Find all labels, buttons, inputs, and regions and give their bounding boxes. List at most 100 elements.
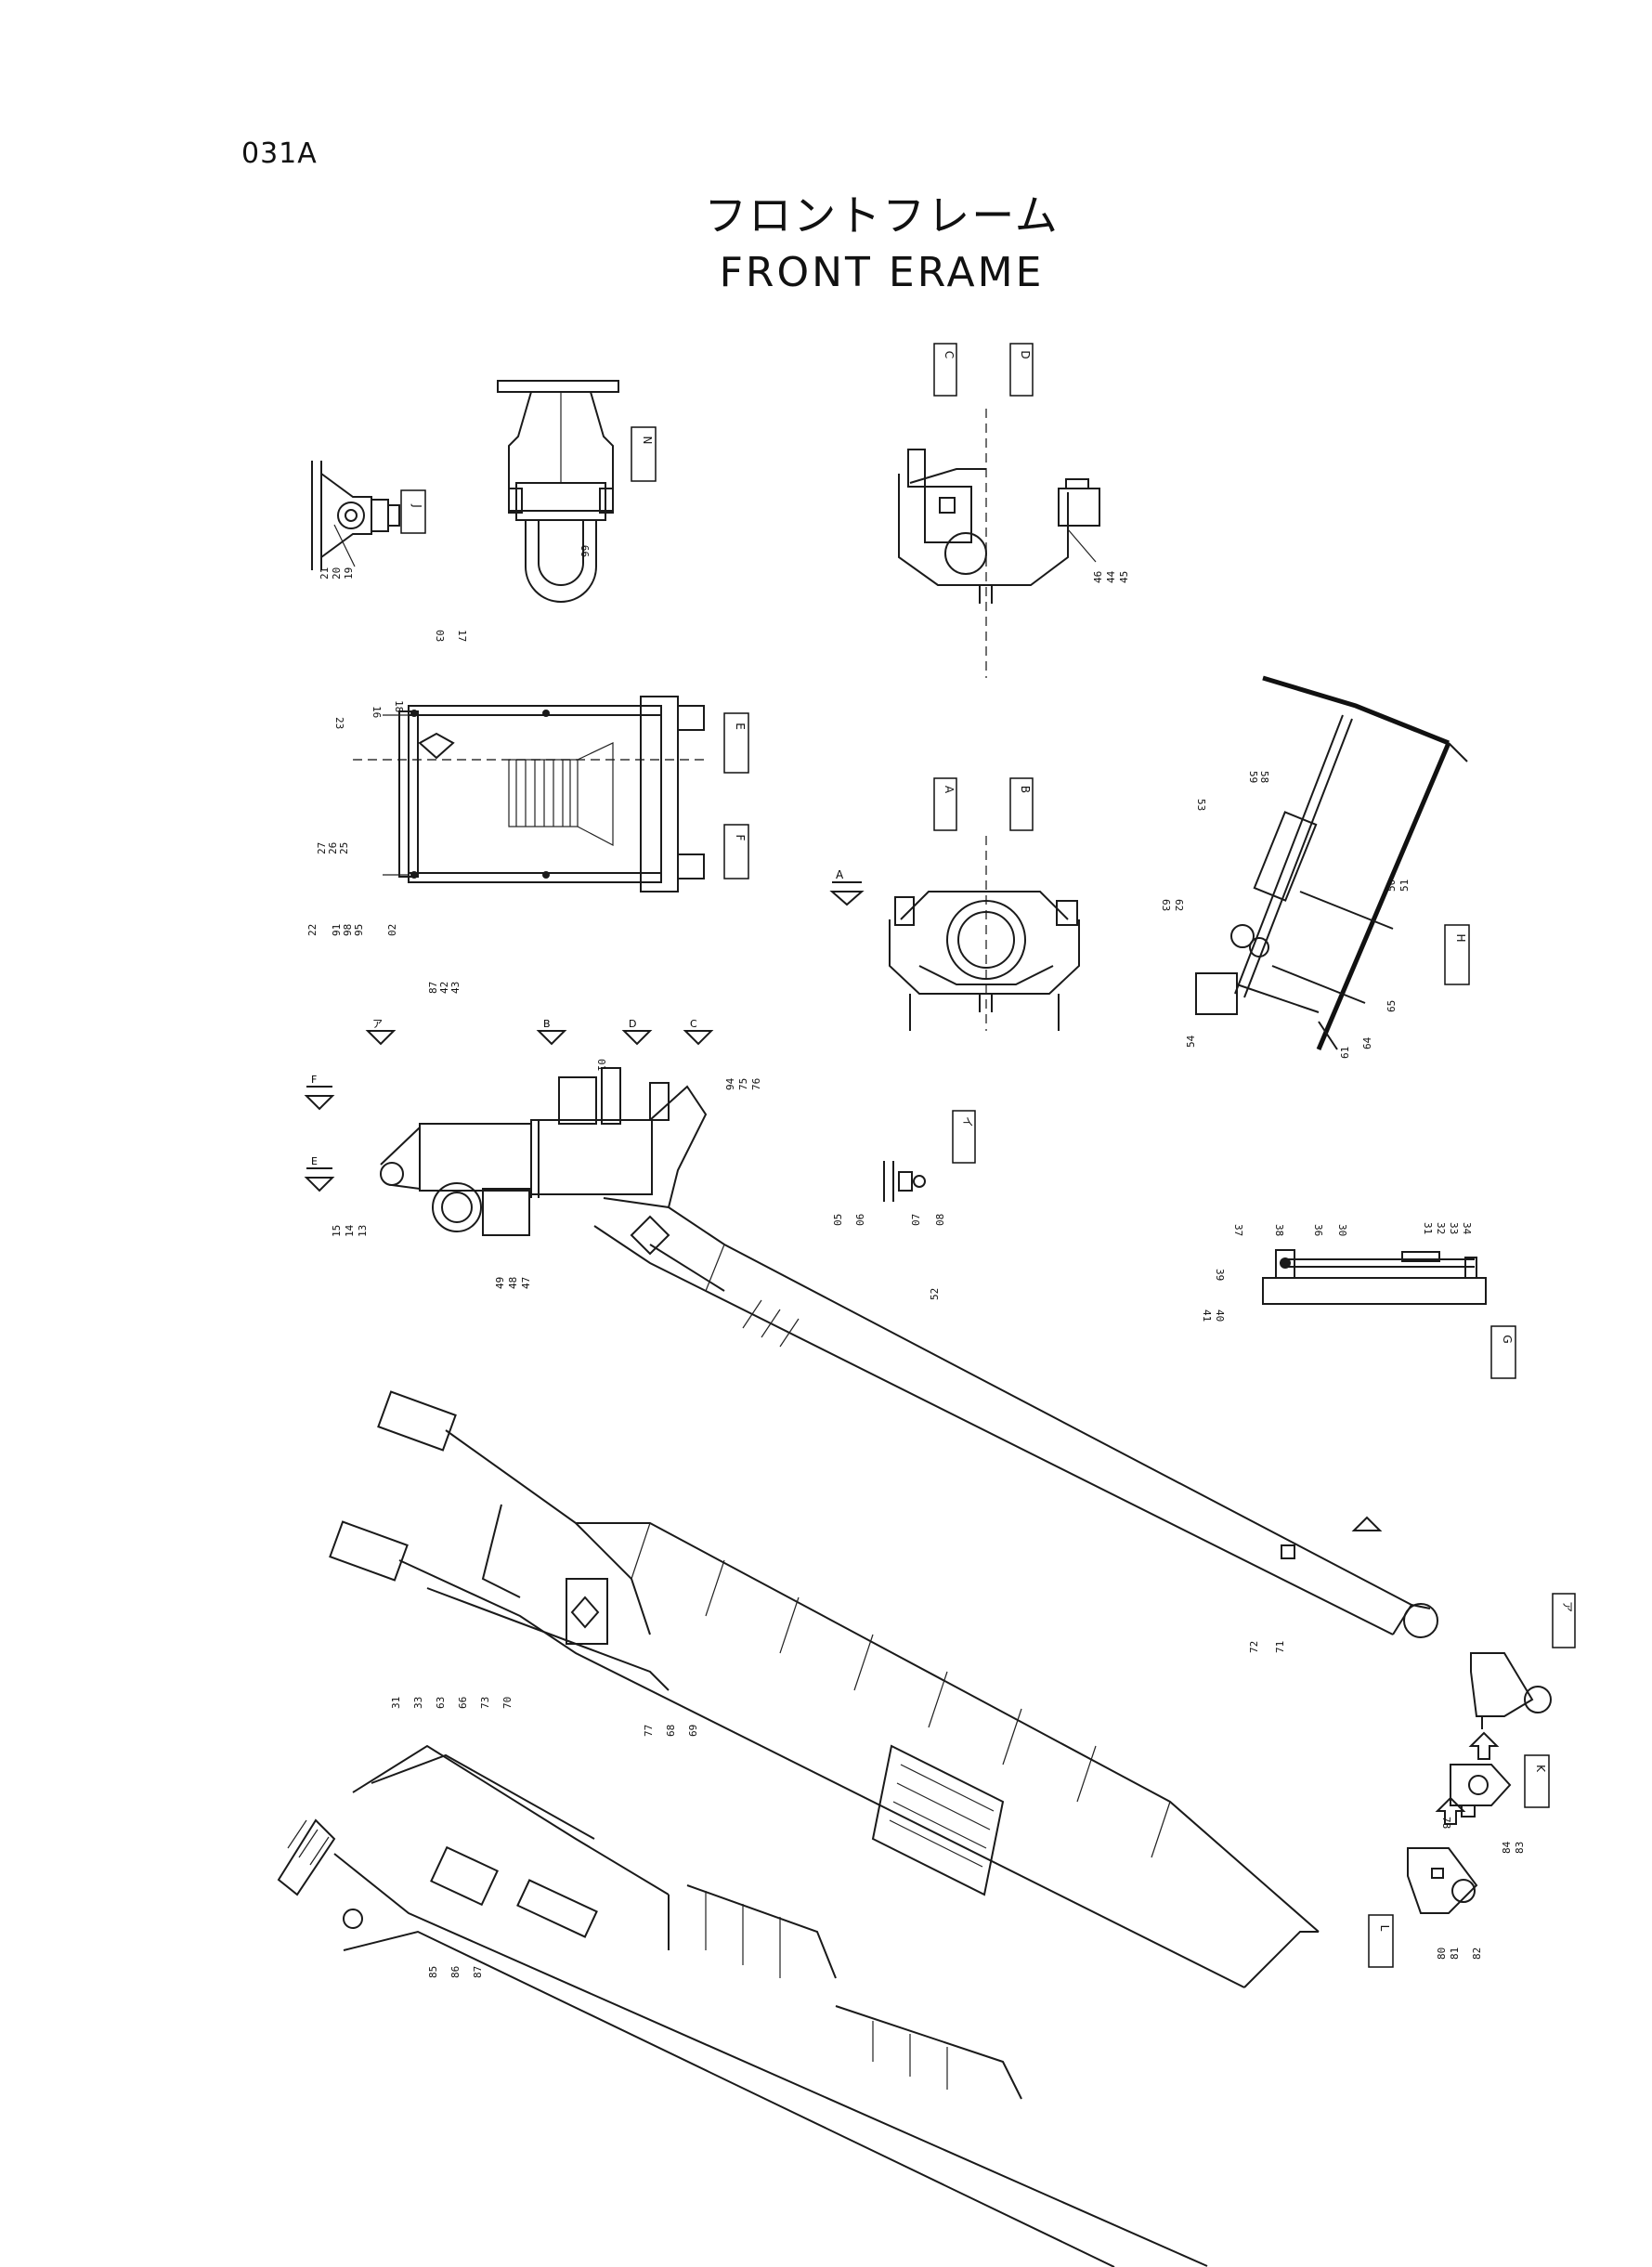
svg-text:L: L: [1378, 1925, 1391, 1932]
view-marker-a2-label: ア: [372, 1018, 383, 1030]
view-tag-h: H: [1444, 924, 1470, 985]
view-marker-c: C: [683, 1018, 714, 1046]
callout-37: 37: [1232, 1224, 1244, 1236]
svg-text:B: B: [1019, 786, 1032, 793]
callout-49: 49: [494, 1277, 506, 1289]
view-tag-g: G: [1490, 1325, 1516, 1379]
view-tag-i: イ: [952, 1110, 976, 1164]
view-marker-f-label: F: [311, 1074, 317, 1086]
callout-82: 82: [1471, 1948, 1483, 1960]
view-marker-d: D: [621, 1018, 653, 1046]
callout-40: 40: [1214, 1309, 1226, 1322]
callout-86: 86: [449, 1966, 462, 1978]
title-japanese: フロントフレーム: [704, 190, 1060, 241]
callout-99: 99: [579, 545, 592, 557]
view-tag-a: A: [933, 777, 957, 831]
callout-31: 31: [1422, 1222, 1434, 1234]
callout-76: 76: [750, 1078, 762, 1090]
callout-25: 25: [338, 842, 350, 854]
view-h-drawing: [1195, 675, 1468, 1050]
svg-text:D: D: [1019, 350, 1032, 358]
callout-62: 62: [1173, 899, 1185, 911]
callout-58: 58: [1258, 771, 1270, 783]
callout-03: 03: [434, 630, 446, 642]
callout-81: 81: [1449, 1948, 1461, 1960]
callout-23: 23: [333, 717, 345, 729]
callout-32: 32: [1435, 1222, 1447, 1234]
callout-69: 69: [687, 1725, 699, 1737]
view-tag-k: K: [1524, 1754, 1550, 1808]
callout-53: 53: [1195, 799, 1207, 811]
view-marker-b-label: B: [543, 1018, 551, 1030]
callout-21: 21: [319, 567, 331, 580]
svg-text:J: J: [410, 503, 423, 508]
view-tag-c: C: [933, 343, 957, 397]
callout-36: 36: [1312, 1224, 1324, 1236]
view-g-drawing: [1262, 1249, 1487, 1305]
callout-15: 15: [331, 1225, 343, 1237]
view-marker-e: E: [304, 1155, 335, 1192]
svg-text:E: E: [734, 723, 747, 730]
svg-text:G: G: [1501, 1335, 1514, 1343]
callout-78: 78: [1440, 1817, 1452, 1829]
view-a-kana-drawing: [1470, 1652, 1552, 1729]
callout-72: 72: [1248, 1641, 1260, 1653]
callout-38: 38: [1273, 1224, 1285, 1236]
callout-33: 33: [1448, 1222, 1460, 1234]
callout-50: 50: [1385, 879, 1398, 892]
callout-34: 34: [1461, 1222, 1473, 1235]
view-marker-e-label: E: [311, 1155, 318, 1167]
callout-02: 02: [386, 924, 398, 936]
svg-text:C: C: [943, 351, 956, 358]
title-english: FRONT ERAME: [719, 249, 1045, 296]
view-tag-a-kana: ア: [1552, 1593, 1576, 1648]
view-marker-c-label: C: [690, 1018, 697, 1030]
view-j-drawing: [311, 461, 400, 570]
callout-27: 27: [316, 842, 328, 854]
view-marker-a-label: A: [836, 868, 844, 881]
arrow-up-1: [1468, 1731, 1500, 1760]
page-code: 031A: [241, 137, 318, 170]
callout-43: 43: [449, 982, 462, 994]
callout-33b: 33: [412, 1697, 424, 1709]
callout-42: 42: [438, 982, 450, 994]
callout-44: 44: [1105, 570, 1117, 583]
view-cd-drawing: [898, 409, 1100, 678]
callout-73: 73: [479, 1697, 491, 1709]
callout-30: 30: [1336, 1224, 1348, 1236]
callout-91: 91: [331, 924, 343, 936]
view-k-drawing: [1450, 1764, 1512, 1818]
title-block: フロントフレーム FRONT ERAME: [0, 182, 1652, 296]
callout-83: 83: [1514, 1842, 1526, 1854]
callout-26: 26: [327, 842, 339, 854]
callout-71: 71: [1274, 1641, 1286, 1653]
callout-85: 85: [427, 1966, 439, 1978]
view-tag-n: N: [631, 426, 657, 482]
lower-frame-isometric: [277, 1744, 1208, 2267]
callout-95: 95: [353, 924, 365, 936]
callout-75: 75: [737, 1078, 749, 1090]
callout-17: 17: [456, 630, 468, 642]
callout-87: 87: [427, 982, 439, 994]
callout-64: 64: [1361, 1036, 1373, 1049]
svg-text:イ: イ: [961, 1116, 974, 1127]
svg-text:N: N: [641, 436, 654, 445]
view-marker-a: A: [829, 868, 865, 906]
callout-05: 05: [832, 1214, 844, 1226]
view-tag-j: J: [400, 489, 426, 534]
svg-text:A: A: [943, 786, 956, 794]
callout-46: 46: [1092, 571, 1104, 583]
callout-51: 51: [1398, 879, 1411, 892]
callout-20: 20: [331, 567, 343, 580]
callout-84: 84: [1501, 1841, 1513, 1854]
svg-text:ア: ア: [1561, 1601, 1574, 1612]
callout-66: 66: [457, 1697, 469, 1709]
callout-39: 39: [1214, 1269, 1226, 1281]
view-marker-d-label: D: [629, 1018, 636, 1030]
callout-06: 06: [854, 1214, 866, 1226]
view-tag-d: D: [1009, 343, 1034, 397]
callout-18: 18: [393, 700, 405, 712]
callout-87b: 87: [472, 1966, 484, 1978]
view-tag-e: E: [723, 712, 749, 774]
callout-45: 45: [1118, 571, 1130, 583]
